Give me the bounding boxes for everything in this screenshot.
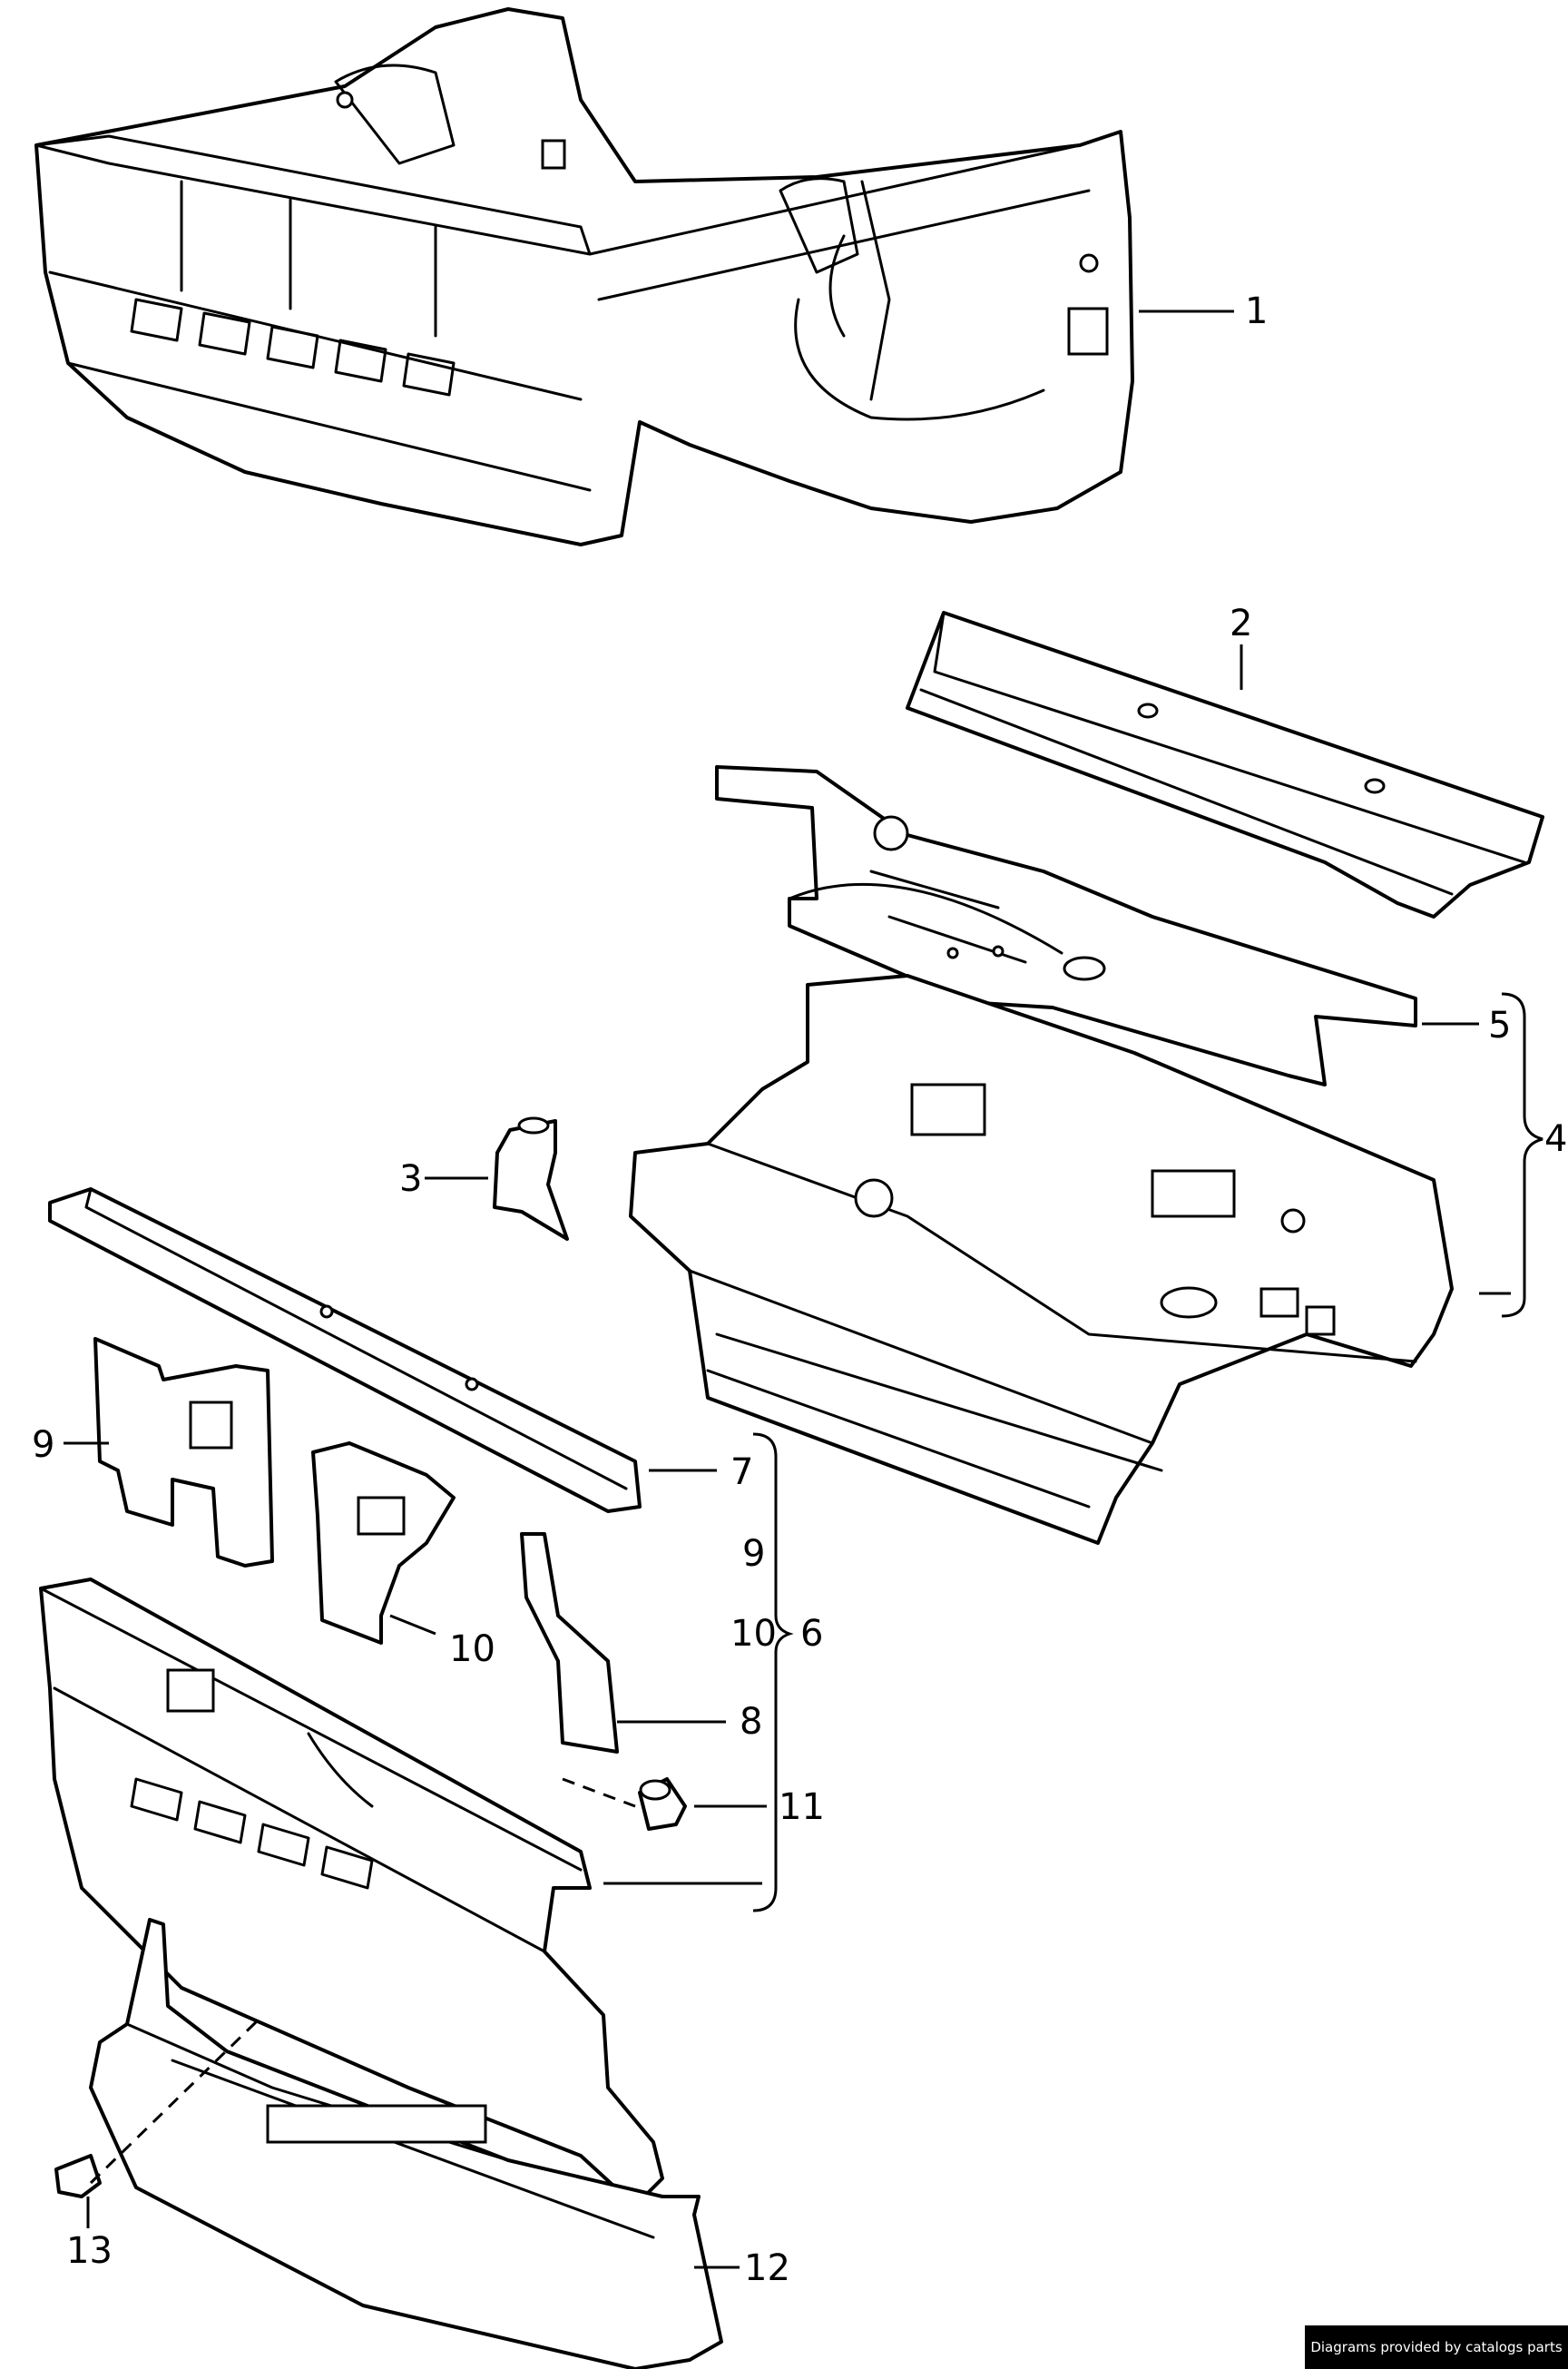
callout-1: 1	[1245, 290, 1268, 332]
callout-9-in-group: 9	[742, 1533, 765, 1575]
part-12-lower-valance	[89, 1918, 723, 2369]
leader-lines	[64, 310, 1544, 2269]
part-6-front-panel-assembly	[39, 1578, 664, 2207]
callout-9: 9	[32, 1424, 54, 1466]
part-8-strip	[520, 1532, 619, 1754]
callout-labels: 1 2 3 4 5 6 7 9 10 9 10 8 11 12 13	[32, 290, 1567, 2289]
part-11-buffer	[638, 1777, 687, 1831]
callout-13: 13	[66, 2230, 113, 2272]
callout-11: 11	[779, 1786, 825, 1828]
part-9-side-panel	[93, 1337, 274, 1568]
callout-2: 2	[1230, 603, 1252, 644]
part-1-front-body-assembly	[34, 7, 1134, 546]
part-7-upper-crossmember	[48, 1187, 642, 1513]
part-3-bracket	[493, 1116, 569, 1241]
callout-5: 5	[1488, 1005, 1511, 1047]
part-4-bulkhead-assembly	[629, 974, 1454, 1545]
credit-badge: Diagrams provided by catalogs parts	[1305, 2325, 1568, 2369]
callout-10: 10	[449, 1628, 495, 1670]
callout-8: 8	[740, 1701, 762, 1743]
callout-6: 6	[800, 1613, 823, 1655]
part-10-center-panel	[311, 1441, 456, 1645]
callout-4: 4	[1544, 1118, 1567, 1160]
callout-12: 12	[744, 2247, 790, 2289]
part-13-plug	[54, 2154, 102, 2198]
callout-10-in-group: 10	[730, 1613, 777, 1655]
callout-3: 3	[399, 1158, 422, 1200]
part-5-inner-member	[715, 765, 1417, 1086]
callout-7: 7	[730, 1451, 753, 1493]
part-2-top-panel	[906, 611, 1544, 919]
